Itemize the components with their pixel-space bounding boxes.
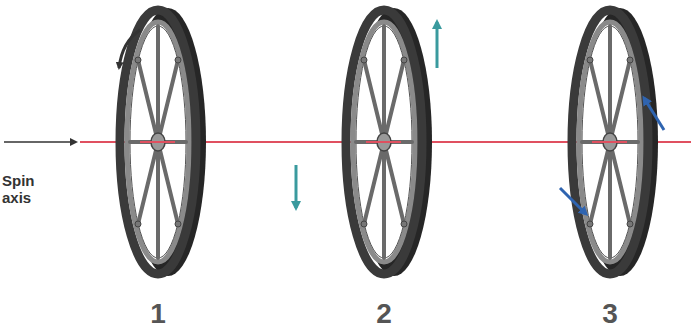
- wheel-number: 2: [364, 298, 404, 330]
- wheel-number: 1: [138, 298, 178, 330]
- wheel-number: 3: [590, 298, 630, 330]
- axis-label: Spin axis: [2, 172, 46, 206]
